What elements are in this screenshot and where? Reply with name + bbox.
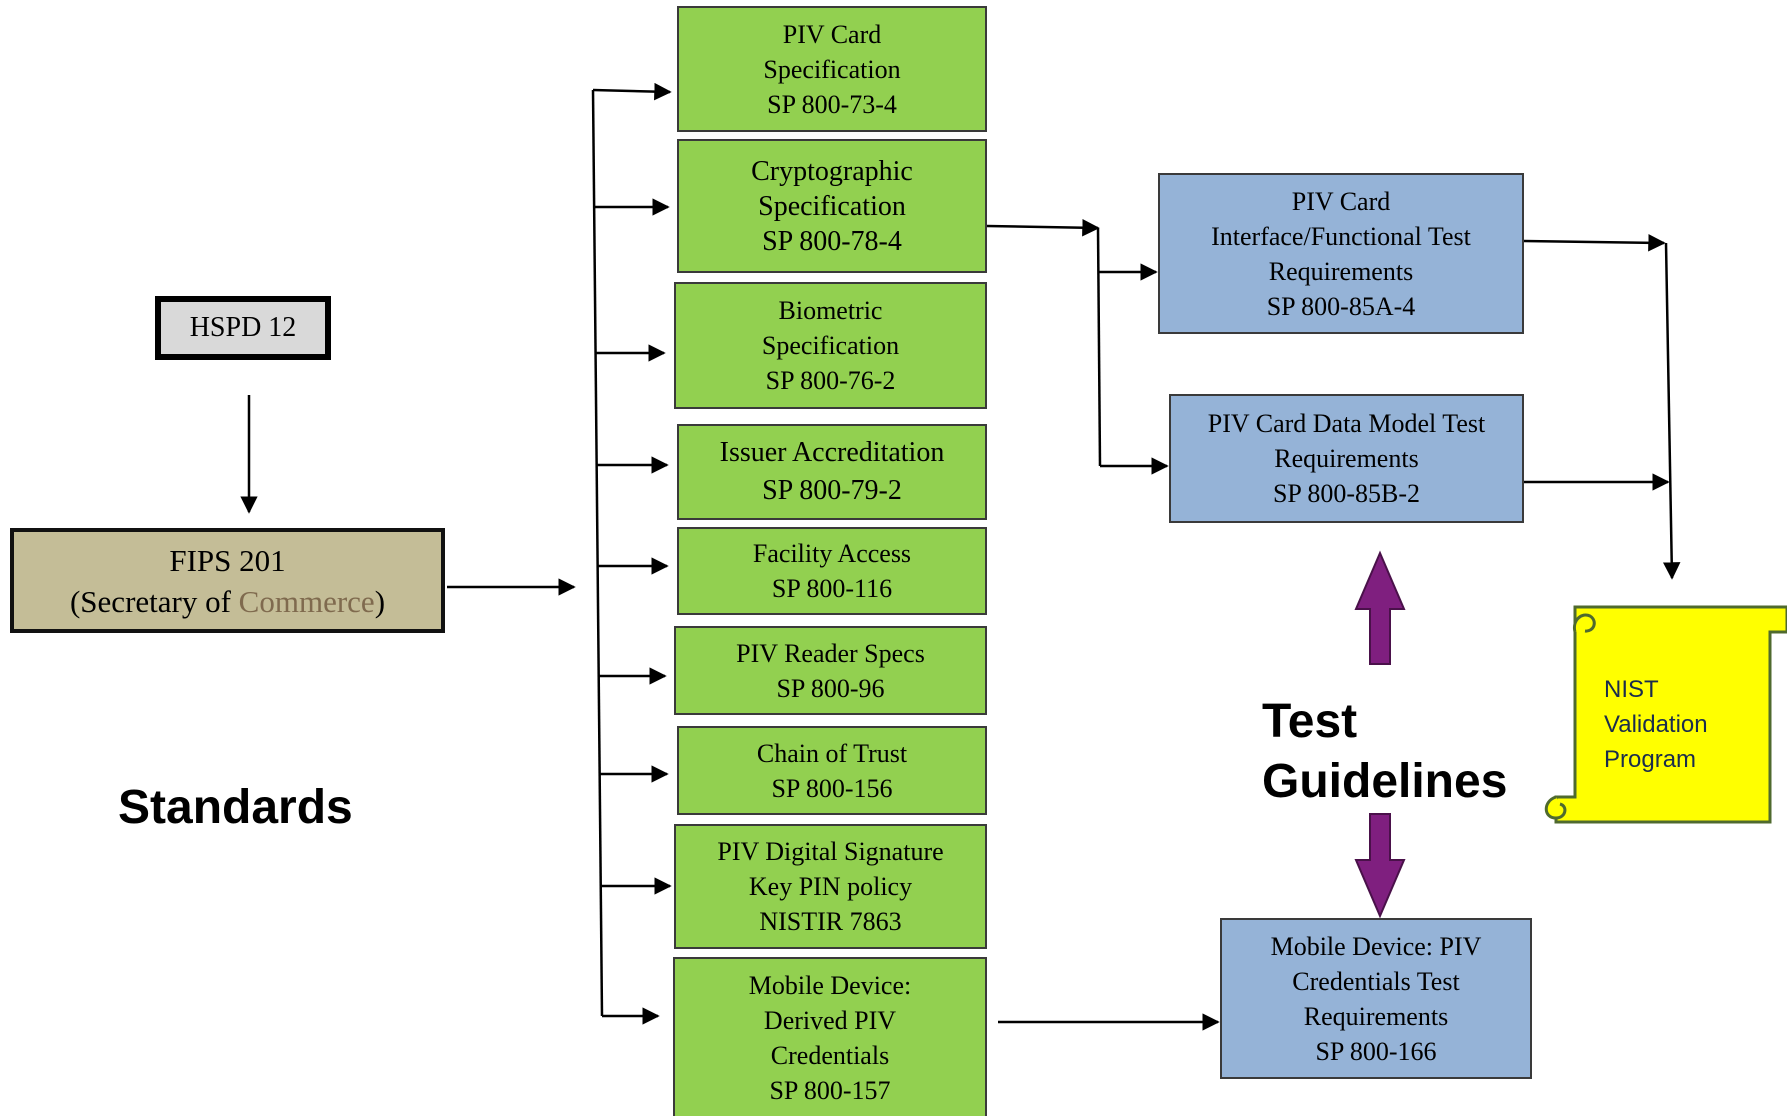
spec-line: PIV Digital Signature [717, 837, 944, 866]
hspd-label: HSPD 12 [189, 312, 297, 343]
spec-box-biometric: Biometric Specification SP 800-76-2 [674, 282, 987, 409]
test-line: SP 800-85B-2 [1272, 479, 1421, 508]
spec-line: SP 800-79-2 [762, 475, 902, 506]
spec-box-piv-card: PIV Card Specification SP 800-73-4 [677, 6, 987, 132]
spec-line: SP 800-73-4 [767, 89, 897, 119]
spec-line: Specification [761, 331, 900, 360]
standards-bus-line [591, 89, 604, 1017]
purple-down-arrow [1354, 813, 1406, 919]
test-line: SP 800-166 [1315, 1036, 1437, 1066]
spec-line: PIV Card [782, 19, 882, 49]
nist-line: Program [1604, 746, 1697, 773]
crypto-to-tests-line [986, 218, 1100, 237]
spec-box-issuer-accreditation: Issuer Accreditation SP 800-79-2 [677, 424, 987, 520]
spec-line: PIV Reader Specs [736, 638, 925, 668]
spec-line: Facility Access [752, 539, 912, 568]
test-line: Requirements [1303, 1001, 1449, 1031]
fips-subtitle: (Secretary of Commerce) [69, 583, 386, 619]
test-box-interface-functional: PIV Card Interface/Functional Test Requi… [1158, 173, 1524, 334]
spec-line: SP 800-76-2 [765, 366, 896, 395]
test-label: Test [1262, 695, 1358, 748]
test-line: Credentials Test [1292, 966, 1460, 996]
spec-line: Credentials [770, 1040, 890, 1070]
test-line: Requirements [1268, 256, 1414, 286]
spec-line: SP 800-156 [771, 773, 893, 803]
nist-scroll-shape [1544, 605, 1787, 824]
spec-line: SP 800-116 [771, 574, 893, 603]
hspd-12-box: HSPD 12 [155, 296, 331, 360]
purple-up-arrow [1354, 550, 1406, 665]
fips-title: FIPS 201 [169, 542, 286, 578]
spec-line: Specification [763, 54, 901, 84]
nist-down-arrow [1662, 242, 1681, 580]
spec-line: Chain of Trust [756, 738, 908, 768]
interface-test-to-nist [1523, 234, 1666, 252]
spec-line: SP 800-96 [776, 673, 885, 703]
guidelines-label: Guidelines [1262, 755, 1508, 808]
spec-line: SP 800-157 [769, 1075, 891, 1105]
spec-line: Cryptographic [751, 155, 913, 187]
test-line: PIV Card [1291, 186, 1391, 216]
nist-validation-program-label: NIST Validation Program [1604, 672, 1708, 777]
test-line: PIV Card Data Model Test [1207, 409, 1486, 438]
spec-box-chain-of-trust: Chain of Trust SP 800-156 [677, 726, 987, 815]
spec-box-piv-reader: PIV Reader Specs SP 800-96 [674, 626, 987, 715]
test-line: Mobile Device: PIV [1270, 931, 1482, 961]
bus-top-stub [592, 82, 672, 101]
standards-label: Standards [118, 781, 353, 834]
fips-201-box: FIPS 201 (Secretary of Commerce) [10, 528, 445, 633]
test-line: Interface/Functional Test [1211, 221, 1471, 251]
spec-line: Issuer Accreditation [719, 437, 945, 468]
test-line: SP 800-85A-4 [1266, 291, 1416, 321]
spec-line: Specification [758, 190, 906, 222]
spec-box-cryptographic: Cryptographic Specification SP 800-78-4 [677, 139, 987, 273]
spec-line: SP 800-78-4 [762, 225, 902, 257]
tests-fork-line [1096, 227, 1102, 467]
spec-line: Key PIN policy [748, 872, 913, 901]
nist-line: NIST [1604, 676, 1659, 703]
test-box-mobile-credentials: Mobile Device: PIV Credentials Test Requ… [1220, 918, 1532, 1079]
spec-line: NISTIR 7863 [759, 907, 902, 936]
spec-line: Biometric [778, 296, 883, 325]
spec-line: Mobile Device: [748, 970, 912, 1000]
test-box-data-model: PIV Card Data Model Test Requirements SP… [1169, 394, 1524, 523]
nist-line: Validation [1604, 711, 1708, 738]
spec-line: Derived PIV [763, 1005, 897, 1035]
spec-box-facility-access: Facility Access SP 800-116 [677, 527, 987, 615]
spec-box-digital-signature: PIV Digital Signature Key PIN policy NIS… [674, 824, 987, 949]
test-line: Requirements [1274, 444, 1419, 473]
spec-box-mobile-derived-piv: Mobile Device: Derived PIV Credentials S… [673, 957, 987, 1116]
